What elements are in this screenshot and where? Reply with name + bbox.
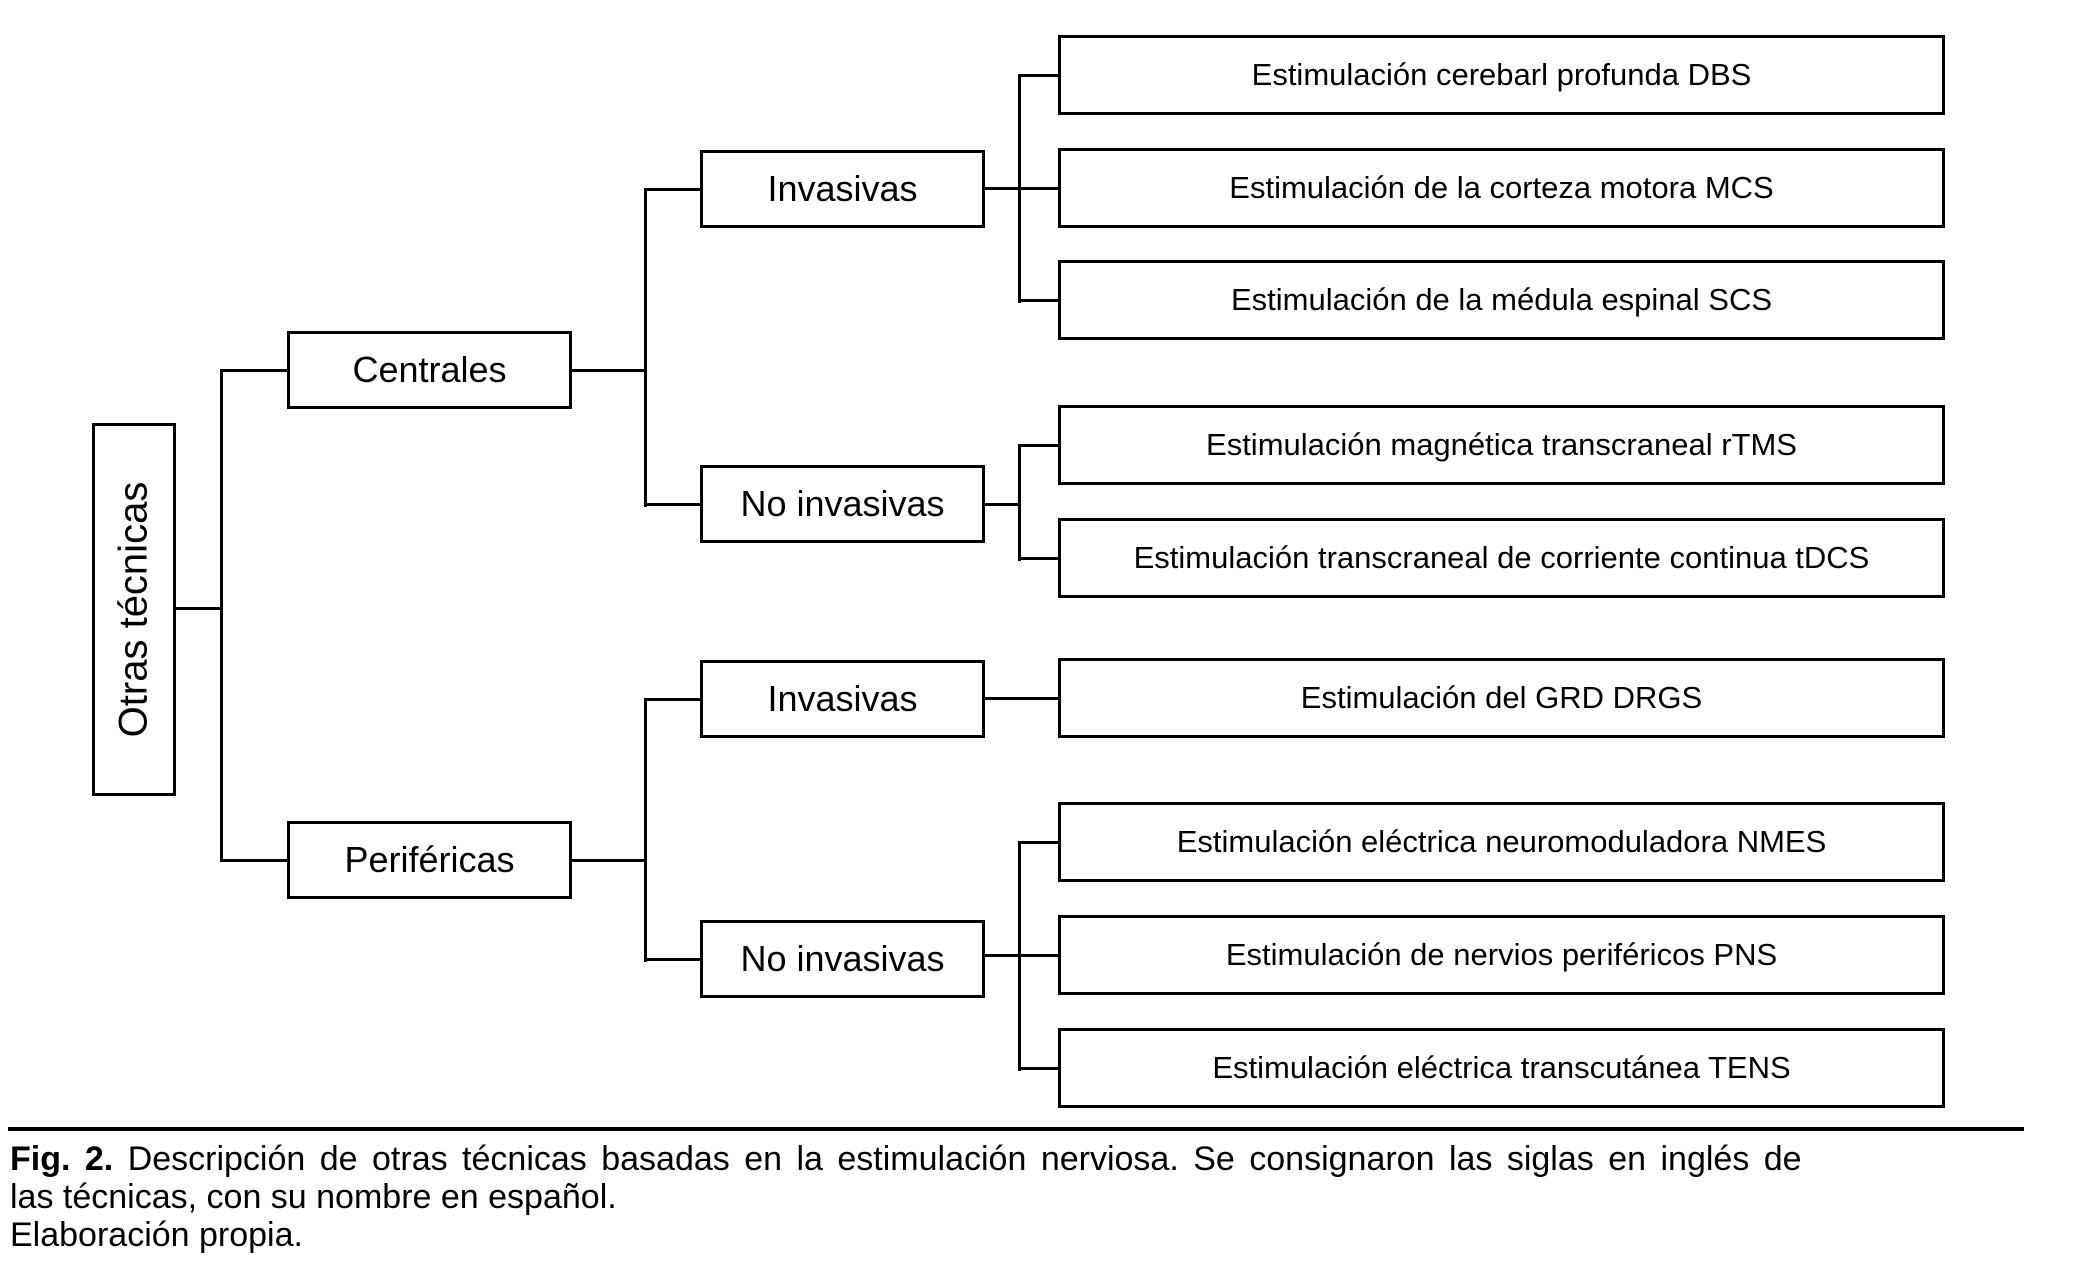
node-invasivas-centrales: Invasivas [700,150,985,228]
node-invasivas-centrales-label: Invasivas [767,168,918,209]
connector-trunk-level1 [220,369,223,862]
connector-to-invasivas-centrales [644,188,700,191]
leaf-node-tdcs-label: Estimulación transcraneal de corriente c… [1133,540,1870,575]
connector-to-tdcs [1018,557,1058,560]
leaf-node-scs: Estimulación de la médula espinal SCS [1058,260,1945,340]
node-invasivas-perifericas: Invasivas [700,660,985,738]
connector-to-nmes [1018,841,1058,844]
caption-fig-label: Fig. 2. [10,1140,114,1178]
root-node-otras-tecnicas: Otras técnicas [92,423,176,796]
connector-to-no-invasivas-perifericas [644,958,700,961]
caption-line-2: las técnicas, con su nombre en español. [10,1178,617,1216]
connector-to-tens [1018,1067,1058,1070]
leaf-node-pns: Estimulación de nervios periféricos PNS [1058,915,1945,995]
caption-line-1-text: Descripción de otras técnicas basadas en… [127,1140,1802,1178]
leaf-node-drgs: Estimulación del GRD DRGS [1058,658,1945,738]
leaf-node-nmes-label: Estimulación eléctrica neuromoduladora N… [1176,824,1827,859]
leaf-node-mcs-label: Estimulación de la corteza motora MCS [1229,170,1774,205]
connector-invasivas-centrales-stub [985,187,1058,190]
node-no-invasivas-perifericas-label: No invasivas [740,938,945,979]
leaf-node-rtms-label: Estimulación magnética transcraneal rTMS [1206,427,1797,462]
connector-to-no-invasivas-centrales [644,503,700,506]
connector-to-perifericas [220,859,287,862]
leaf-node-scs-label: Estimulación de la médula espinal SCS [1230,282,1773,317]
leaf-node-dbs: Estimulación cerebarl profunda DBS [1058,35,1945,115]
node-no-invasivas-centrales-label: No invasivas [740,483,945,524]
connector-to-invasivas-perifericas [644,698,700,701]
connector-to-rtms [1018,444,1058,447]
connector-centrales-stub [572,369,647,372]
caption-line-3: Elaboración propia. [10,1216,303,1254]
leaf-node-rtms: Estimulación magnética transcraneal rTMS [1058,405,1945,485]
node-centrales-label: Centrales [352,349,507,390]
figure-caption: Fig. 2. Descripción de otras técnicas ba… [10,1140,2050,1254]
node-no-invasivas-centrales: No invasivas [700,465,985,543]
node-centrales: Centrales [287,331,572,409]
connector-trunk-invasivas-centrales [1018,74,1021,303]
node-perifericas: Periféricas [287,821,572,899]
leaf-node-tens-label: Estimulación eléctrica transcutánea TENS [1212,1050,1791,1085]
caption-divider-rule [8,1127,2024,1131]
connector-to-scs [1018,299,1058,302]
node-perifericas-label: Periféricas [344,839,515,880]
leaf-node-tens: Estimulación eléctrica transcutánea TENS [1058,1028,1945,1108]
connector-trunk-no-invasivas-centrales [1018,444,1021,561]
node-no-invasivas-perifericas: No invasivas [700,920,985,998]
connector-to-dbs [1018,74,1058,77]
connector-root-stub [176,607,222,610]
connector-no-invasivas-perifericas-stub [985,954,1058,957]
node-invasivas-perifericas-label: Invasivas [767,678,918,719]
connector-trunk-no-invasivas-perifericas [1018,841,1021,1071]
leaf-node-dbs-label: Estimulación cerebarl profunda DBS [1251,57,1752,92]
connector-to-centrales [220,369,287,372]
connector-to-drgs [985,697,1058,700]
connector-trunk-centrales [644,188,647,507]
leaf-node-drgs-label: Estimulación del GRD DRGS [1300,680,1703,715]
leaf-node-tdcs: Estimulación transcraneal de corriente c… [1058,518,1945,598]
caption-line-1: Fig. 2. Descripción de otras técnicas ba… [10,1140,2050,1178]
root-node-label: Otras técnicas [111,481,156,738]
connector-no-invasivas-centrales-stub [985,503,1021,506]
leaf-node-pns-label: Estimulación de nervios periféricos PNS [1225,937,1778,972]
connector-trunk-perifericas [644,698,647,962]
leaf-node-mcs: Estimulación de la corteza motora MCS [1058,148,1945,228]
connector-perifericas-stub [572,859,647,862]
leaf-node-nmes: Estimulación eléctrica neuromoduladora N… [1058,802,1945,882]
